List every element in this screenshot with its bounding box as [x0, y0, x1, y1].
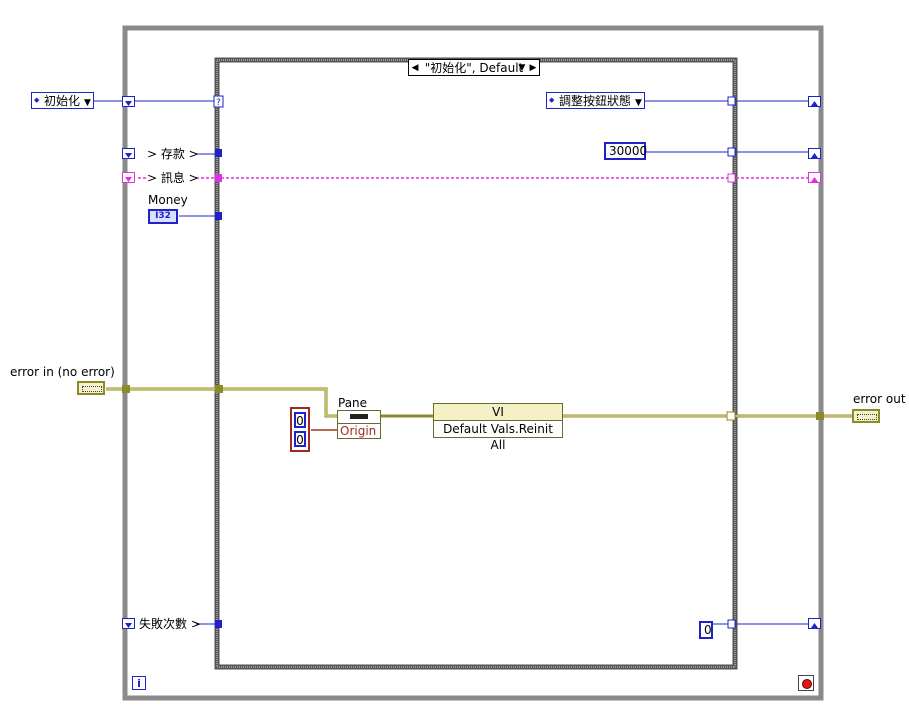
shift-register-left-deposit[interactable] [122, 148, 135, 159]
shift-register-left-message[interactable] [122, 172, 135, 183]
triangle-down-icon [125, 153, 132, 158]
pane-property-node[interactable]: Origin [337, 410, 381, 439]
chevron-down-icon: ▼ [84, 98, 91, 108]
shift-register-right-deposit[interactable] [808, 148, 821, 159]
selector-dropdown-icon[interactable]: ▼ [518, 63, 526, 73]
triangle-up-icon [811, 177, 818, 182]
triangle-up-icon [811, 623, 818, 628]
svg-text:?: ? [216, 98, 221, 108]
triangle-up-icon [811, 153, 818, 158]
case-selector[interactable]: ◀ "初始化", Default ▼ ▶ [408, 59, 540, 76]
case-structure-border [214, 57, 738, 670]
selector-left-arrow-icon[interactable]: ◀ [411, 63, 419, 73]
triangle-down-icon [125, 623, 132, 628]
while-loop-border [122, 25, 824, 701]
selector-right-arrow-icon[interactable]: ▶ [529, 63, 537, 73]
chevron-down-icon: ▼ [635, 98, 642, 108]
stop-icon[interactable] [798, 675, 814, 691]
shift-register-right-init[interactable] [808, 96, 821, 107]
triangle-down-icon [125, 177, 132, 182]
origin-x-constant[interactable]: 0 [294, 412, 306, 428]
origin-y-constant[interactable]: 0 [294, 431, 306, 447]
label-deposit: > 存款 > [147, 147, 199, 161]
label-money: Money [148, 193, 188, 207]
enum-indicator-icon: ◆ [34, 96, 40, 104]
error-out-cluster-icon[interactable] [852, 409, 880, 423]
label-error-out: error out [853, 392, 906, 406]
vi-invoke-header: VI [434, 404, 562, 421]
label-message: > 訊息 > [147, 171, 199, 185]
vi-invoke-node[interactable]: VI Default Vals.Reinit All [433, 403, 563, 452]
enum-init-constant[interactable]: ◆ 初始化▼ [31, 92, 94, 109]
pane-origin-property[interactable]: Origin [340, 424, 377, 438]
shift-register-left-fail[interactable] [122, 618, 135, 629]
error-in-cluster-icon[interactable] [77, 381, 105, 395]
shift-register-left-init[interactable] [122, 96, 135, 107]
origin-cluster-constant[interactable]: 0 0 [290, 407, 310, 452]
shift-register-right-fail[interactable] [808, 618, 821, 629]
numeric-constant-zero[interactable]: 0 [699, 621, 713, 639]
info-icon[interactable]: i [132, 676, 146, 690]
vi-invoke-method[interactable]: Default Vals.Reinit All [443, 422, 553, 452]
enum-indicator-icon: ◆ [549, 96, 555, 104]
label-pane: Pane [338, 396, 368, 410]
triangle-up-icon [811, 101, 818, 106]
enum-adjust-button-state[interactable]: ◆ 調整按鈕狀態▼ [546, 92, 645, 109]
triangle-down-icon [125, 101, 132, 106]
label-fail-count: 失敗次數 > [139, 617, 201, 631]
shift-register-right-message[interactable] [808, 172, 821, 183]
i32-money-terminal[interactable]: I32 [148, 209, 178, 224]
pane-reference-icon [338, 411, 380, 424]
label-error-in: error in (no error) [10, 365, 115, 379]
numeric-constant-30000[interactable]: 30000 [604, 142, 647, 160]
